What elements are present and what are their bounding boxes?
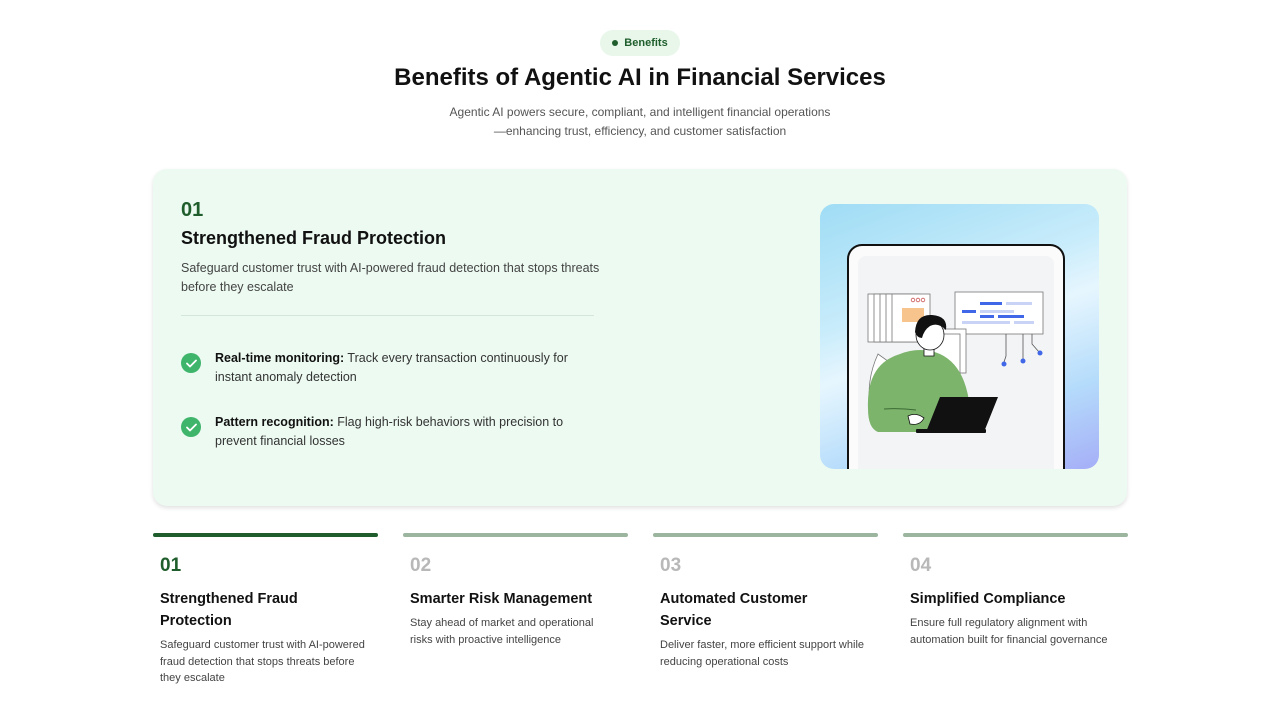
benefit-tab-04[interactable]: 04 Simplified Compliance Ensure full reg… <box>903 533 1128 703</box>
badge-label: Benefits <box>624 37 668 49</box>
benefit-detail-card: 01 Strengthened Fraud Protection Safegua… <box>153 169 1127 506</box>
fraud-monitoring-illustration <box>820 204 1099 469</box>
tab-title: Simplified Compliance <box>910 591 1066 607</box>
point-text: Flag high-risk behaviors with precision … <box>215 415 564 448</box>
tab-progress-bar <box>653 533 878 537</box>
divider <box>181 315 594 316</box>
tab-description: Stay ahead of market and operational ris… <box>410 617 594 646</box>
check-icon <box>181 417 201 437</box>
tab-number: 04 <box>910 555 932 576</box>
tab-title: Smarter Risk Management <box>410 591 593 607</box>
page-title: Benefits of Agentic AI in Financial Serv… <box>394 64 886 91</box>
point-label: Real-time monitoring: <box>215 351 345 365</box>
tab-description: Deliver faster, more efficient support w… <box>660 639 864 668</box>
point-label: Pattern recognition: <box>215 415 334 429</box>
benefit-title: Strengthened Fraud Protection <box>181 228 447 248</box>
section-badge: Benefits <box>600 30 680 56</box>
benefit-tab-01[interactable]: 01 Strengthened Fraud Protection Safegua… <box>153 533 378 703</box>
tab-title: Automated Customer Service <box>660 591 808 629</box>
tab-description: Ensure full regulatory alignment with au… <box>910 617 1108 646</box>
benefit-point: Pattern recognition: Flag high-risk beha… <box>181 413 601 451</box>
benefit-description: Safeguard customer trust with AI-powered… <box>181 261 600 294</box>
tab-progress-bar <box>153 533 378 537</box>
tab-progress-bar <box>403 533 628 537</box>
page-subtitle: Agentic AI powers secure, compliant, and… <box>390 103 890 141</box>
subtitle-line-2: —enhancing trust, efficiency, and custom… <box>493 124 787 138</box>
tab-number: 03 <box>660 555 682 576</box>
benefit-tab-03[interactable]: 03 Automated Customer Service Deliver fa… <box>653 533 878 703</box>
tab-number: 01 <box>160 555 182 576</box>
benefit-number: 01 <box>181 199 204 221</box>
dot-icon <box>612 40 619 46</box>
tab-title: Strengthened Fraud Protection <box>160 591 298 629</box>
point-text: Track every transaction continuously for… <box>215 351 568 384</box>
check-icon <box>181 353 201 373</box>
tab-progress-bar <box>903 533 1128 537</box>
benefit-tab-02[interactable]: 02 Smarter Risk Management Stay ahead of… <box>403 533 628 703</box>
tab-description: Safeguard customer trust with AI-powered… <box>160 639 365 684</box>
subtitle-line-1: Agentic AI powers secure, compliant, and… <box>449 105 831 119</box>
benefit-point: Real-time monitoring: Track every transa… <box>181 349 601 387</box>
tab-number: 02 <box>410 555 432 576</box>
